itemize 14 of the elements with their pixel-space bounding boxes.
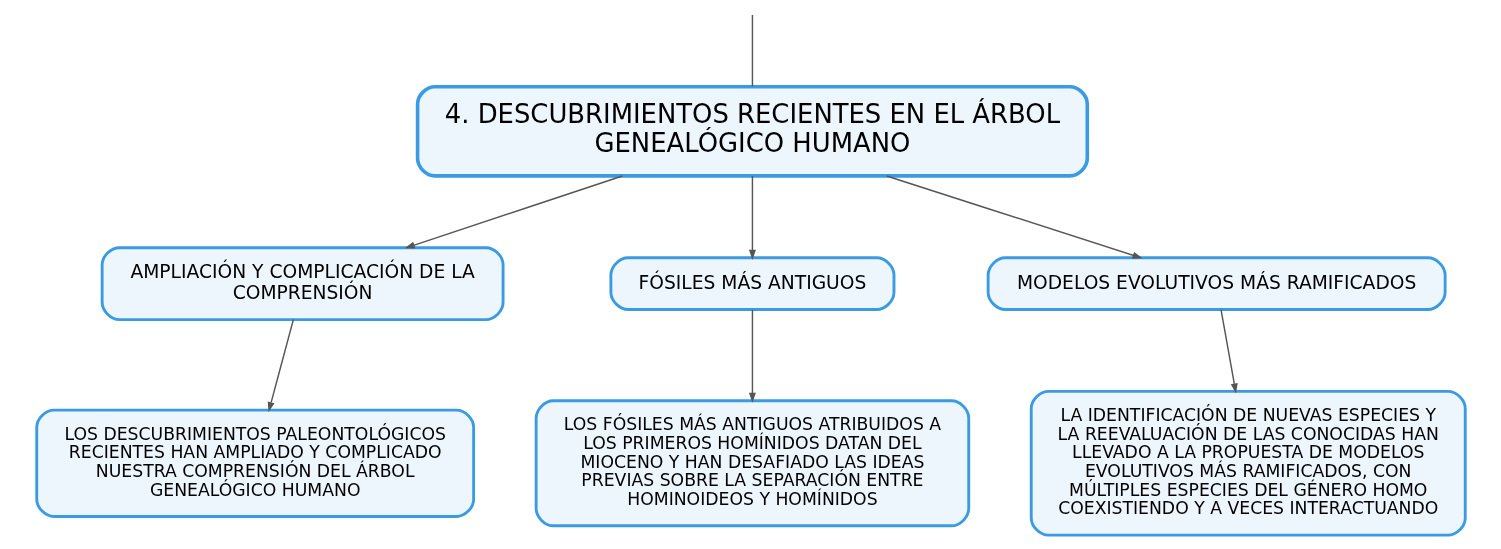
node-box: LOS FÓSILES MÁS ANTIGUOS ATRIBUIDOS A LOS PRIMEROS HOMÍNIDOS DATAN DEL MIOCENO Y HAN DESAFIADO LAS IDEAS PREVIAS SOBRE LA SEPARACIÓN ENTRE HOMINOIDEOS Y HOMÍNIDOS [534,399,970,528]
node-box: MODELOS EVOLUTIVOS MÁS RAMIFICADOS [986,256,1447,311]
arrow [267,318,294,413]
node-box: 4. DESCUBRIMIENTOS RECIENTES EN EL ÁRBOL GENEALÓGICO HUMANO [415,84,1089,178]
node-box: LOS DESCUBRIMIENTOS PALEONTOLÓGICOS RECIENTES HAN AMPLIADO Y COMPLICADO NUESTRA COMPRENSIÓN DEL ÁRBOL GENEALÓGICO HUMANO [34,408,475,518]
node-box: AMPLIACIÓN Y COMPLICACIÓN DE LA COMPRENSIÓN [100,246,505,321]
arrow [885,175,1143,259]
node-box: FÓSILES MÁS ANTIGUOS [608,256,895,311]
node-box: LA IDENTIFICACIÓN DE NUEVAS ESPECIES Y LA REEVALUACIÓN DE LAS CONOCIDAS HAN LLEVADO A LA PROPUESTA DE MODELOS EVOLUTIVOS MÁS RAMIFICADOS, CON MÚLTIPLES ESPECIES DEL GÉNERO HOMO COEXISTIENDO Y A VECES INTERACTUANDO [1029,390,1467,537]
arrow [748,308,756,403]
arrow [748,175,756,260]
arrow [404,175,623,249]
arrow [1219,308,1238,394]
connector [751,14,753,87]
